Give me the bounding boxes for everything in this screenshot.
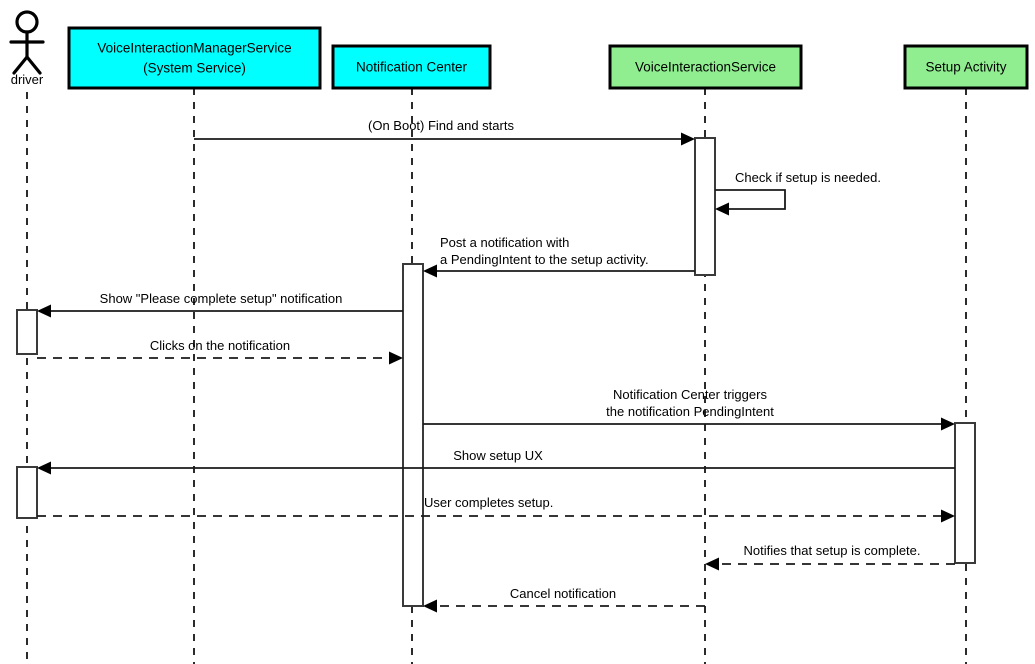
message-arrowhead-msg-3 (423, 264, 437, 278)
message-msg-9: Notifies that setup is complete. (705, 543, 955, 571)
message-msg-2: Check if setup is needed. (715, 170, 881, 216)
participant-box-voice-interaction-service[interactable] (608, 44, 803, 90)
participant-box-vims[interactable] (67, 26, 322, 90)
message-arrowhead-msg-9 (705, 557, 719, 571)
actor-leg-left-icon (12, 55, 29, 75)
actor-leg-right-icon (25, 55, 42, 75)
message-arrowhead-msg-2 (715, 202, 729, 216)
message-label2-msg-3: a PendingIntent to the setup activity. (440, 252, 649, 267)
participant-box-notification-center[interactable] (331, 44, 492, 90)
message-label2-msg-6: the notification PendingIntent (606, 404, 774, 419)
activation-bar-notification-center (402, 263, 424, 607)
participant-label-notification-center: Notification Center (356, 60, 468, 75)
message-label-msg-9: Notifies that setup is complete. (743, 543, 920, 558)
message-self-loop-msg-2 (715, 189, 786, 210)
message-label-msg-8: User completes setup. (424, 495, 553, 510)
participant-setup-activity[interactable]: Setup Activity (903, 44, 1029, 90)
message-arrowhead-msg-5 (389, 351, 403, 365)
message-msg-5: Clicks on the notification (37, 338, 403, 365)
participant-label-setup-activity: Setup Activity (925, 60, 1006, 75)
message-msg-1: (On Boot) Find and starts (194, 118, 695, 146)
activation-bar-voice-interaction-service (694, 137, 716, 276)
participant-vims[interactable]: VoiceInteractionManagerService (System Se… (67, 26, 322, 90)
message-arrowhead-msg-1 (681, 132, 695, 146)
message-arrowhead-msg-8 (941, 509, 955, 523)
message-arrowhead-msg-4 (37, 304, 51, 318)
participant-label-vims: VoiceInteractionManagerService (97, 41, 291, 56)
message-label-msg-1: (On Boot) Find and starts (368, 118, 514, 133)
activations-layer (16, 137, 976, 607)
participant-sublabel-vims: (System Service) (143, 61, 246, 76)
participant-driver[interactable]: driver (9, 10, 45, 87)
message-label-msg-4: Show "Please complete setup" notificatio… (100, 291, 343, 306)
participant-label-voice-interaction-service: VoiceInteractionService (635, 60, 776, 75)
message-msg-10: Cancel notification (423, 586, 705, 613)
message-label-msg-6: Notification Center triggers (613, 387, 767, 402)
message-arrowhead-msg-10 (423, 599, 437, 613)
participant-voice-interaction-service[interactable]: VoiceInteractionService (608, 44, 803, 90)
message-label-msg-3: Post a notification with (440, 235, 569, 250)
participant-box-setup-activity[interactable] (903, 44, 1029, 90)
participant-label-driver: driver (11, 72, 44, 87)
message-label-msg-2: Check if setup is needed. (735, 170, 881, 185)
participants-layer: driver VoiceInteractionManagerService (Sys… (9, 10, 1029, 90)
message-arrowhead-msg-7 (37, 461, 51, 475)
message-msg-6: Notification Center triggers the notifica… (423, 387, 955, 431)
activation-bar-setup-activity (954, 422, 976, 564)
message-label-msg-5: Clicks on the notification (150, 338, 290, 353)
participant-notification-center[interactable]: Notification Center (331, 44, 492, 90)
activation-bar-driver (16, 466, 38, 519)
message-arrowhead-msg-6 (941, 417, 955, 431)
message-msg-7: Show setup UX (37, 448, 955, 475)
message-msg-4: Show "Please complete setup" notificatio… (37, 291, 403, 318)
message-msg-8: User completes setup. (37, 495, 955, 523)
message-msg-3: Post a notification with a PendingIntent … (423, 235, 695, 278)
activation-bar-driver (16, 309, 38, 355)
message-label-msg-10: Cancel notification (510, 586, 616, 601)
message-label-msg-7: Show setup UX (453, 448, 543, 463)
actor-head-icon (15, 10, 39, 34)
